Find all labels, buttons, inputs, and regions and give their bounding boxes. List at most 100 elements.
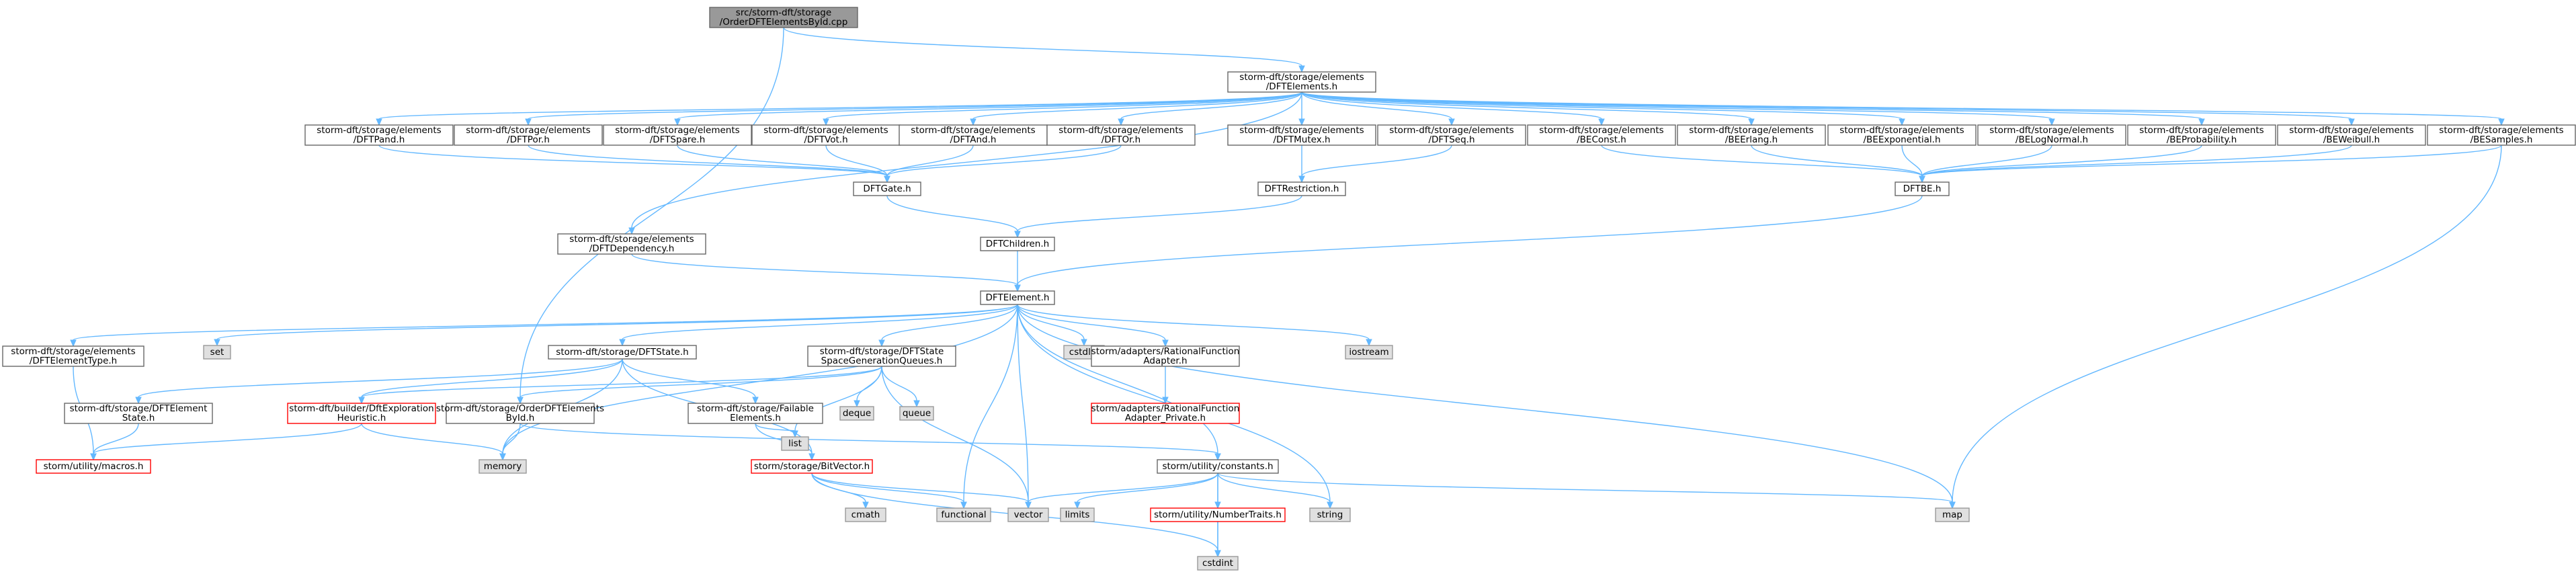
node-box	[1091, 345, 1240, 367]
node-dftmutex[interactable]: storm-dft/storage/elements/DFTMutex.h	[1227, 124, 1376, 146]
node-label: queue	[903, 408, 931, 419]
node-constants[interactable]: storm/utility/constants.h	[1157, 459, 1279, 474]
node-numbertraits[interactable]: storm/utility/NumberTraits.h	[1150, 507, 1286, 522]
node-label: storm/utility/macros.h	[44, 461, 144, 472]
node-belognormal[interactable]: storm-dft/storage/elements/BELogNormal.h	[1977, 124, 2126, 146]
node-besamples[interactable]: storm-dft/storage/elements/BESamples.h	[2427, 124, 2576, 146]
node-dftstatequeues[interactable]: storm-dft/storage/DFTStateSpaceGeneratio…	[807, 345, 956, 367]
node-label: /BEProbability.h	[2167, 134, 2237, 145]
edge-dftelements-to-dftmutex	[1298, 91, 1305, 126]
node-dftor[interactable]: storm-dft/storage/elements/DFTOr.h	[1046, 124, 1196, 146]
node-dftpand[interactable]: storm-dft/storage/elements/DFTPand.h	[304, 124, 454, 146]
edge-root-to-dftelements	[783, 27, 1305, 73]
node-beprobability[interactable]: storm-dft/storage/elements/BEProbability…	[2127, 124, 2276, 146]
edge-dftelements-to-belognormal	[1301, 91, 2055, 126]
node-label: /BEWeibull.h	[2323, 134, 2380, 145]
node-dftelement[interactable]: DFTElement.h	[980, 290, 1055, 305]
node-cstdint: cstdint	[1197, 556, 1239, 571]
node-label: SpaceGenerationQueues.h	[821, 356, 943, 366]
node-label: /DFTVot.h	[804, 134, 847, 145]
node-dftgate[interactable]: DFTGate.h	[853, 181, 921, 196]
edge-dftelement-to-cstdlib	[1017, 304, 1087, 347]
node-beconst[interactable]: storm-dft/storage/elements/BEConst.h	[1527, 124, 1676, 146]
node-dftpor[interactable]: storm-dft/storage/elements/DFTPor.h	[454, 124, 603, 146]
node-dftand[interactable]: storm-dft/storage/elements/DFTAnd.h	[899, 124, 1048, 146]
node-label: storm-dft/builder/DftExploration	[289, 403, 433, 414]
node-macros[interactable]: storm/utility/macros.h	[36, 459, 151, 474]
node-beweibull[interactable]: storm-dft/storage/elements/BEWeibull.h	[2277, 124, 2426, 146]
node-dftvot[interactable]: storm-dft/storage/elements/DFTVot.h	[751, 124, 901, 146]
node-dftchildren[interactable]: DFTChildren.h	[980, 237, 1055, 251]
node-box	[2, 345, 144, 367]
node-label: Heuristic.h	[337, 413, 386, 423]
edge-dftelement-to-dftelementtype	[70, 304, 1018, 347]
node-queue: queue	[899, 406, 934, 421]
node-dftbe[interactable]: DFTBE.h	[1895, 181, 1950, 196]
node-bitvector[interactable]: storm/storage/BitVector.h	[751, 459, 873, 474]
edge-orderdftelementsbyid-to-constants	[520, 423, 1221, 461]
node-label: ById.h	[506, 413, 535, 423]
node-dftexploration[interactable]: storm-dft/builder/DftExplorationHeuristi…	[287, 403, 436, 424]
edge-failableelements-to-list	[755, 423, 798, 438]
node-label: /OrderDFTElementsById.cpp	[720, 17, 848, 28]
edge-constants-to-vector	[1025, 472, 1218, 509]
edge-dftstatequeues-to-queue	[881, 366, 920, 408]
node-box	[64, 403, 213, 424]
node-box	[446, 403, 595, 424]
node-dftspare[interactable]: storm-dft/storage/elements/DFTSpare.h	[603, 124, 752, 146]
node-dftelements[interactable]: storm-dft/storage/elements/DFTElements.h	[1227, 71, 1376, 93]
node-label: string	[1317, 509, 1343, 520]
node-root[interactable]: src/storm-dft/storage/OrderDFTElementsBy…	[709, 7, 858, 28]
edge-constants-to-string	[1217, 472, 1333, 509]
node-rationalfunctionprivate[interactable]: storm/adapters/RationalFunctionAdapter_P…	[1091, 403, 1240, 424]
node-box	[2127, 124, 2276, 146]
node-box	[1060, 507, 1095, 522]
edge-constants-to-map	[1217, 472, 1956, 509]
edge-dftexploration-to-macros	[90, 423, 362, 461]
edge-dftelements-to-besamples	[1301, 91, 2505, 126]
node-label: storm/utility/NumberTraits.h	[1154, 509, 1282, 520]
node-beerlang[interactable]: storm-dft/storage/elements/BEErlang.h	[1677, 124, 1826, 146]
node-label: iostream	[1349, 347, 1388, 358]
node-label: /DFTSeq.h	[1428, 134, 1474, 145]
edge-dftgate-to-dftchildren	[886, 195, 1021, 239]
node-beexponential[interactable]: storm-dft/storage/elements/BEExponential…	[1827, 124, 1977, 146]
node-label: storm-dft/storage/elements	[2439, 125, 2563, 136]
node-label: storm-dft/storage/elements	[317, 125, 441, 136]
node-dftstate[interactable]: storm-dft/storage/DFTState.h	[548, 345, 697, 360]
node-deque: deque	[839, 406, 874, 421]
node-string: string	[1309, 507, 1351, 522]
node-box	[1527, 124, 1676, 146]
node-dftelementtype[interactable]: storm-dft/storage/elements/DFTElementTyp…	[2, 345, 144, 367]
edge-constants-to-limits	[1074, 472, 1218, 509]
node-box	[845, 507, 886, 522]
node-orderdftelementsbyid[interactable]: storm-dft/storage/OrderDFTElementsById.h	[436, 403, 604, 424]
edge-dftdependency-to-dftelement	[631, 253, 1021, 292]
node-box	[1977, 124, 2126, 146]
node-layer: src/storm-dft/storage/OrderDFTElementsBy…	[2, 7, 2576, 571]
node-box	[1827, 124, 1977, 146]
node-functional: functional	[936, 507, 991, 522]
node-dftdependency[interactable]: storm-dft/storage/elements/DFTDependency…	[557, 233, 706, 255]
node-dftrestriction[interactable]: DFTRestriction.h	[1257, 181, 1346, 196]
node-label: storm/storage/BitVector.h	[754, 461, 870, 472]
node-box	[203, 345, 231, 360]
node-label: memory	[484, 461, 522, 472]
edge-beconst-to-dftbe	[1601, 145, 1925, 183]
node-label: DFTRestriction.h	[1264, 183, 1339, 194]
node-dftseq[interactable]: storm-dft/storage/elements/DFTSeq.h	[1377, 124, 1526, 146]
node-box	[1257, 181, 1346, 196]
edge-dftelement-to-memory	[499, 304, 1018, 461]
node-label: storm/adapters/RationalFunction	[1091, 346, 1240, 357]
edge-bitvector-to-functional	[811, 472, 967, 509]
edge-dftstate-to-failableelements	[622, 358, 759, 405]
edge-dftelements-to-beweibull	[1301, 91, 2355, 126]
edge-rationalfunctionadapter-to-rationalfunctionprivate	[1162, 366, 1169, 405]
edge-dftstate-to-dftexploration	[358, 358, 623, 405]
node-box	[1046, 124, 1196, 146]
node-label: storm-dft/storage/elements	[1239, 125, 1364, 136]
node-box	[1157, 459, 1279, 474]
